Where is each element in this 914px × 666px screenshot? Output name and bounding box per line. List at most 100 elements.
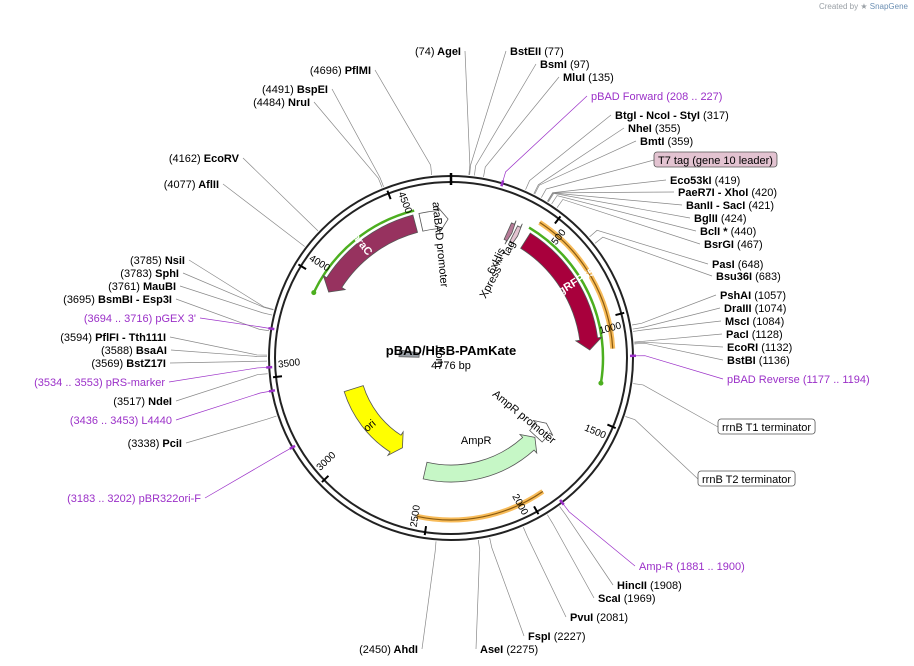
site-label-eco53ki[interactable]: Eco53kI (419) (670, 175, 740, 187)
primer-label-pbad-reverse[interactable]: pBAD Reverse (1177 .. 1194) (727, 374, 870, 386)
label-connector (547, 514, 595, 599)
site-pos: (424) (721, 213, 747, 225)
site-name: PacI (726, 329, 749, 341)
boxed-label-rrnb-t2-terminator[interactable]: rrnB T2 terminator (702, 474, 791, 486)
primer-label-pgex-3[interactable]: (3694 .. 3716) pGEX 3' (84, 313, 196, 325)
site-label-nrui[interactable]: (4484) NruI (253, 97, 310, 109)
site-label-agei[interactable]: (74) AgeI (415, 46, 461, 58)
feature-ori[interactable] (343, 385, 404, 457)
site-pos: (4077) (164, 179, 196, 191)
feature-tagrfp657[interactable] (520, 232, 603, 351)
primer-name: L4440 (141, 415, 172, 427)
credit-brand: SnapGene (869, 2, 908, 11)
label-connector (541, 159, 655, 198)
primer-label-pbr322ori-f[interactable]: (3183 .. 3202) pBR322ori-F (67, 493, 201, 505)
site-label-asei[interactable]: AseI (2275) (480, 644, 538, 656)
primer-label-pbad-forward[interactable]: pBAD Forward (208 .. 227) (591, 91, 722, 103)
site-label-bsu36i[interactable]: Bsu36I (683) (716, 271, 781, 283)
site-label-pasi[interactable]: PasI (648) (712, 259, 763, 271)
label-connector (188, 259, 274, 310)
site-label-aflii[interactable]: (4077) AflII (164, 179, 219, 191)
site-label-bsmi[interactable]: BsmI (97) (540, 59, 590, 71)
site-name: BstEII (510, 46, 541, 58)
site-name: MauBI (143, 281, 176, 293)
primer-label-prs-marker[interactable]: (3534 .. 3553) pRS-marker (34, 377, 165, 389)
site-label-sphi[interactable]: (3783) SphI (120, 268, 179, 280)
primer-mark (289, 444, 296, 450)
site-label-bsrgi[interactable]: BsrGI (467) (704, 239, 763, 251)
label-connector (548, 193, 691, 219)
site-pos: (1084) (753, 316, 785, 328)
tick-label: 4000 (307, 253, 332, 274)
label-connector (331, 88, 384, 187)
label-connector (489, 537, 525, 637)
site-label-draiii[interactable]: DraIII (1074) (724, 303, 786, 315)
feature-bom[interactable] (398, 349, 420, 358)
label-connector (547, 192, 683, 206)
feature-ampr[interactable] (422, 433, 538, 483)
feature-arac[interactable] (322, 214, 419, 293)
feature-xpress-tag[interactable] (508, 223, 523, 247)
separator: - (636, 110, 646, 122)
site-label-paci[interactable]: PacI (1128) (726, 329, 783, 341)
site-label-mlui[interactable]: MluI (135) (563, 72, 614, 84)
site-label-bsmbi[interactable]: (3695) BsmBI - Esp3I (63, 294, 172, 306)
feature-6xhis[interactable] (503, 220, 517, 245)
site-label-scai[interactable]: ScaI (1969) (598, 593, 656, 605)
feature-arabad-promoter[interactable] (418, 205, 449, 234)
boxed-label-t7-tag-gene-10-leader[interactable]: T7 tag (gene 10 leader) (658, 155, 773, 167)
label-connector (634, 355, 724, 380)
primer-binding-line (416, 490, 544, 521)
site-pos: (2081) (596, 612, 628, 624)
site-label-nsii[interactable]: (3785) NsiI (130, 255, 185, 267)
site-name3: StyI (680, 110, 700, 122)
orf-arc (528, 226, 605, 384)
site-label-bspei[interactable]: (4491) BspEI (262, 84, 328, 96)
site-label-bsaai[interactable]: (3588) BsaAI (101, 345, 167, 357)
primer-label-amp-r[interactable]: Amp-R (1881 .. 1900) (639, 561, 745, 573)
site-name: SphI (155, 268, 179, 280)
separator: - (119, 332, 129, 344)
site-pos: (3761) (108, 281, 140, 293)
site-label-pshai[interactable]: PshAI (1057) (720, 290, 786, 302)
site-label-bstbi[interactable]: BstBI (1136) (727, 355, 790, 367)
boxed-label-rrnb-t1-terminator[interactable]: rrnB T1 terminator (722, 422, 811, 434)
site-name: BclI * (700, 226, 728, 238)
site-label-pflfi[interactable]: (3594) PflFI - Tth111I (60, 332, 166, 344)
site-name: BstBI (727, 355, 756, 367)
site-label-pvui[interactable]: PvuI (2081) (570, 612, 628, 624)
orf-arc (312, 209, 415, 294)
site-label-banii[interactable]: BanII - SacI (421) (686, 200, 774, 212)
site-label-bmti[interactable]: BmtI (359) (640, 136, 693, 148)
site-label-ecori[interactable]: EcoRI (1132) (727, 342, 792, 354)
backbone-outer-ring (268, 175, 634, 541)
site-label-nhei[interactable]: NheI (355) (628, 123, 681, 135)
primer-name: Amp-R (639, 561, 673, 573)
site-label-maubi[interactable]: (3761) MauBI (108, 281, 176, 293)
site-label-paer7i[interactable]: PaeR7I - XhoI (420) (678, 187, 777, 199)
site-label-msci[interactable]: MscI (1084) (725, 316, 784, 328)
feature-label-bom: bom (433, 346, 445, 367)
tick-label: 3500 (277, 357, 301, 370)
site-label-fspi[interactable]: FspI (2227) (528, 631, 585, 643)
label-connector (633, 383, 719, 428)
site-label-ahdi[interactable]: (2450) AhdI (359, 644, 418, 656)
site-label-ndei[interactable]: (3517) NdeI (113, 396, 172, 408)
site-label-pflmi[interactable]: (4696) PflMI (310, 65, 371, 77)
site-label-bglii[interactable]: BglII (424) (694, 213, 747, 225)
site-label-bstz17i[interactable]: (3569) BstZ17I (91, 358, 166, 370)
tick-mark (297, 263, 307, 271)
site-label-pcii[interactable]: (3338) PciI (128, 438, 182, 450)
site-label-btgi[interactable]: BtgI - NcoI - StyI (317) (615, 110, 729, 122)
feature-ampr-promoter[interactable] (529, 419, 554, 443)
site-label-ecorv[interactable]: (4162) EcoRV (169, 153, 240, 165)
site-pos: (683) (755, 271, 781, 283)
site-pos: (77) (544, 46, 564, 58)
site-label-bsteii[interactable]: BstEII (77) (510, 46, 564, 58)
snapgene-logo-icon: ★ (860, 2, 868, 11)
site-label-hincii[interactable]: HincII (1908) (617, 580, 682, 592)
primer-label-l4440[interactable]: (3436 .. 3453) L4440 (70, 415, 172, 427)
site-label-bcli[interactable]: BclI * (440) (700, 226, 756, 238)
primer-range: (3534 .. 3553) (34, 377, 103, 389)
label-connector (242, 157, 319, 232)
